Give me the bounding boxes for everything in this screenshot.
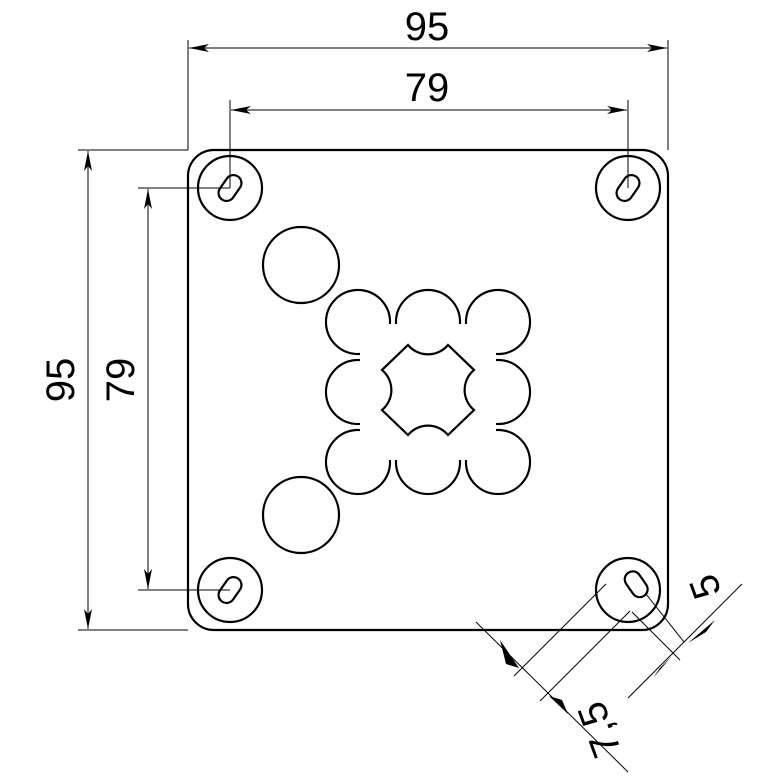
round-hole-lower <box>261 475 341 555</box>
dim-line-slot-width <box>627 583 743 699</box>
star-hole <box>380 343 476 437</box>
dim-slot-length: 7,5 <box>570 696 630 763</box>
dim-slot-width: 5 <box>681 568 730 604</box>
dim-overall-width: 95 <box>405 5 450 49</box>
plate-outline <box>186 148 670 632</box>
dim-hole-spacing-h: 79 <box>405 66 450 110</box>
mounting-hole-bottom-right <box>594 556 662 624</box>
clover-cutout <box>324 288 532 496</box>
dim-overall-height: 95 <box>39 358 83 403</box>
dim-hole-spacing-v: 79 <box>99 358 143 403</box>
round-hole-upper <box>261 225 341 305</box>
